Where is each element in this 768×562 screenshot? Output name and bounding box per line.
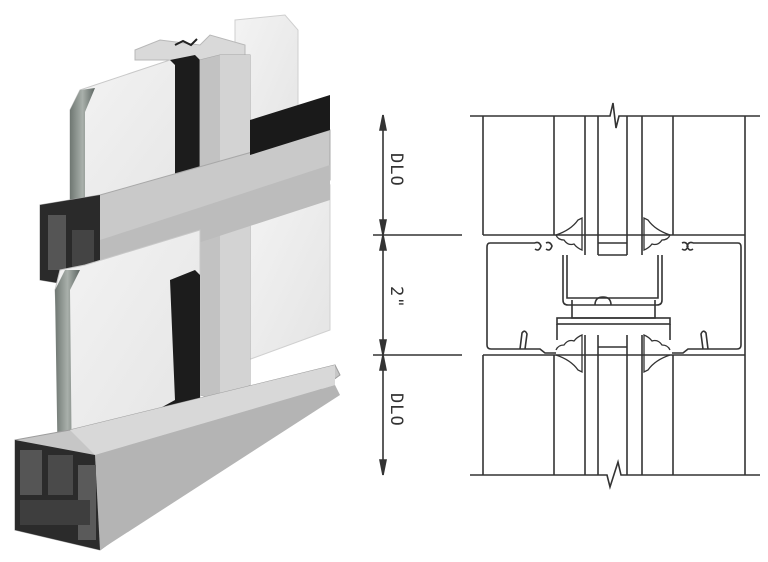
glazing-gaskets — [555, 216, 671, 374]
bottom-sill — [14, 364, 341, 551]
dimension-label-lower-dlo: DLO — [386, 393, 406, 427]
lower-vertical-members — [482, 335, 674, 475]
mullion-top-cap — [134, 34, 246, 61]
curtain-wall-3d-render — [0, 0, 360, 562]
transom-section-diagram: DLO 2" DLO — [373, 102, 760, 490]
aluminum-frame-illustration — [14, 14, 341, 551]
break-line-top — [470, 102, 760, 129]
upper-vertical-members — [482, 116, 746, 475]
pressure-plate — [556, 255, 671, 340]
break-line-bottom — [470, 458, 760, 490]
section-drawing: DLO 2" DLO — [360, 0, 768, 562]
upper-gasket — [90, 55, 200, 235]
dimension-label-upper-dlo: DLO — [386, 153, 406, 187]
dimension-line — [373, 114, 462, 476]
transom-profile — [483, 234, 745, 356]
dimension-label-sightline: 2" — [386, 286, 406, 308]
